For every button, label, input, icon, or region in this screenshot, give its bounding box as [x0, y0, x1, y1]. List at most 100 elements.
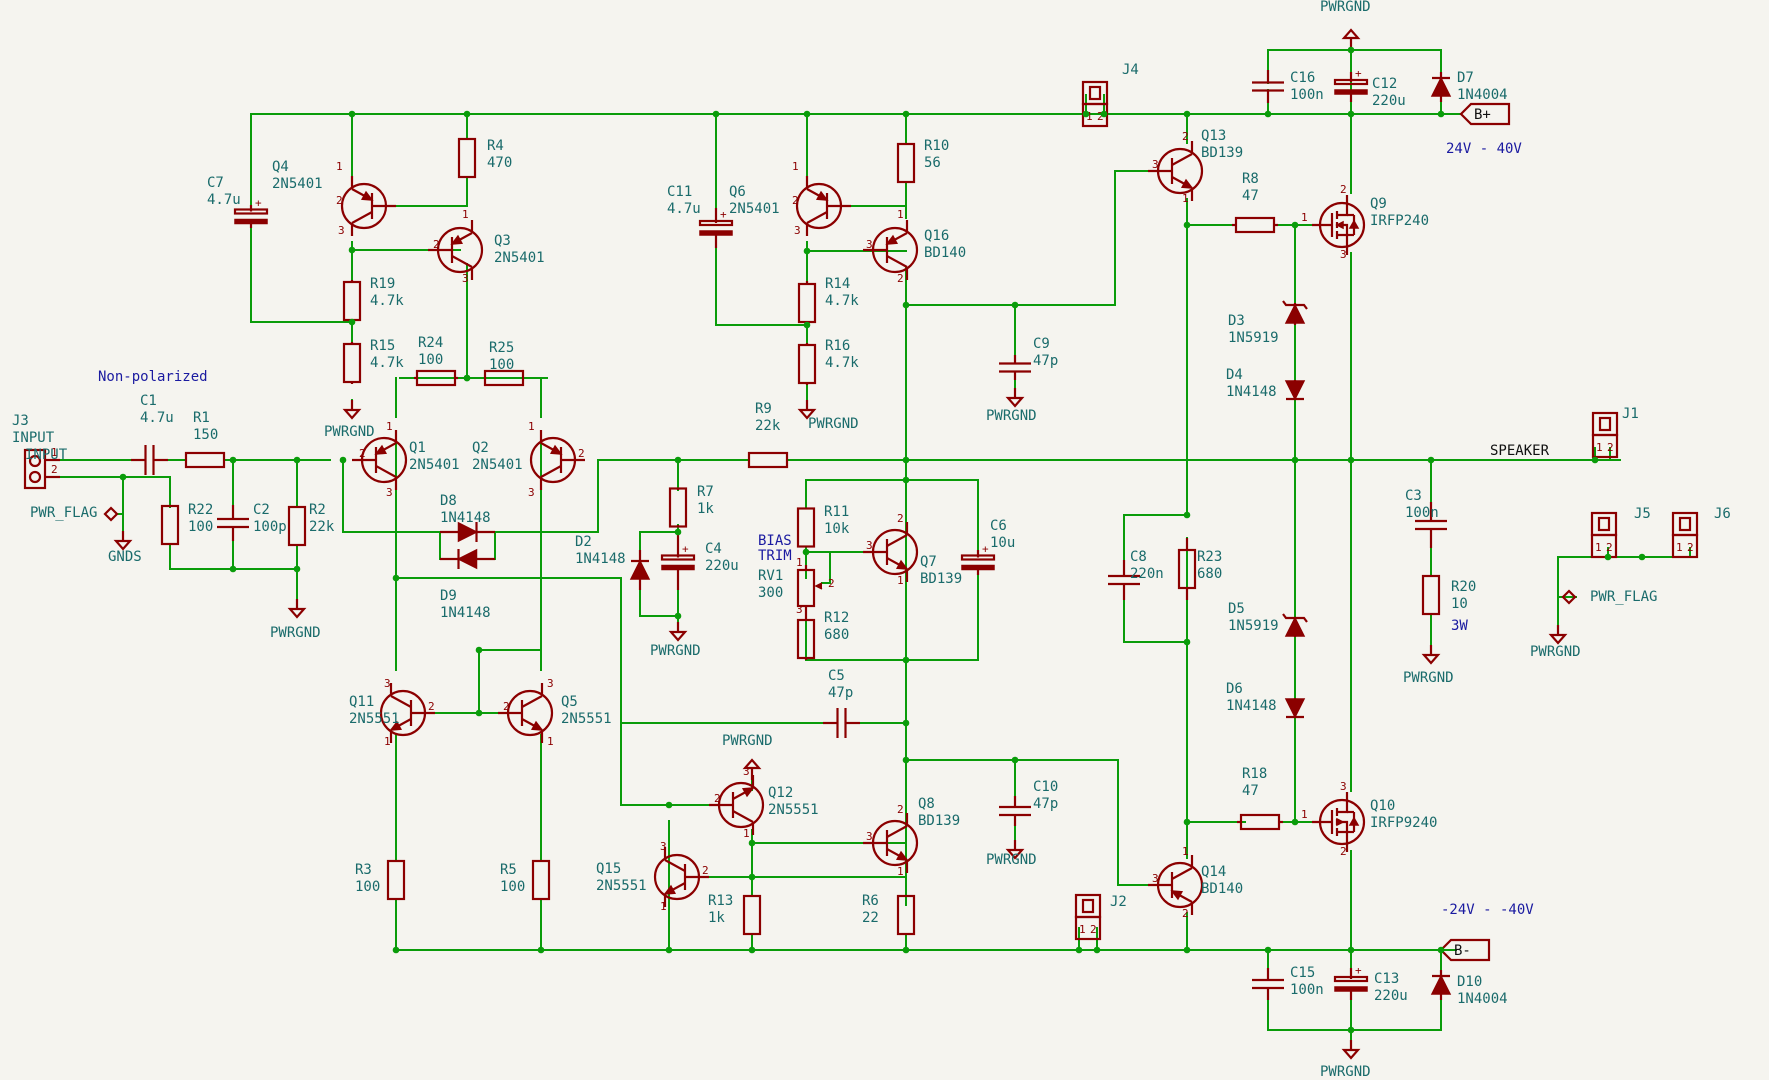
- pwrgnd-label-c4: PWRGND: [650, 643, 701, 659]
- rv1-value-label: 300: [758, 585, 783, 601]
- r6-ref-label: R6: [862, 893, 879, 909]
- d9-value-label: 1N4148: [440, 605, 491, 621]
- c15-ref-label: C15: [1290, 965, 1315, 981]
- resistor-r23: [1177, 538, 1197, 600]
- transistor-q1: [352, 430, 408, 490]
- q8-value-label: BD139: [918, 813, 960, 829]
- svg-text:3: 3: [866, 830, 873, 843]
- svg-text:3: 3: [528, 486, 535, 499]
- diode-d3: [1282, 300, 1308, 325]
- c4-value-label: 220u: [705, 558, 739, 574]
- q13-ref-label: Q13: [1201, 128, 1226, 144]
- junction-dots: [119, 46, 1646, 1034]
- input-connector-j3: [23, 448, 60, 490]
- c11-value-label: 4.7u: [667, 201, 701, 217]
- transistor-q7: [863, 522, 919, 582]
- svg-text:3: 3: [1152, 872, 1159, 885]
- c1-value-label: 4.7u: [140, 410, 174, 426]
- pwr-flag-right: [1561, 589, 1577, 605]
- svg-text:1: 1: [1182, 192, 1189, 205]
- svg-text:1: 1: [897, 574, 904, 587]
- d2-value-label: 1N4148: [575, 551, 626, 567]
- r11-value-label: 10k: [824, 521, 850, 537]
- q15-value-label: 2N5551: [596, 878, 647, 894]
- j4-ref-label: J4: [1122, 62, 1139, 78]
- diode-d7: [1430, 72, 1452, 102]
- pwrgnd-label-bottom: PWRGND: [1320, 1064, 1371, 1080]
- pwrgnd-symbol-bottom: [1341, 1040, 1361, 1060]
- c6-ref-label: C6: [990, 518, 1007, 534]
- svg-text:2: 2: [1182, 907, 1189, 920]
- c9-ref-label: C9: [1033, 336, 1050, 352]
- svg-text:1: 1: [660, 900, 667, 913]
- non-polarized-note: Non-polarized: [98, 369, 208, 385]
- capacitor-c4: [660, 535, 696, 590]
- r5-value-label: 100: [500, 879, 525, 895]
- svg-text:1: 1: [796, 556, 803, 569]
- r19-value-label: 4.7k: [370, 293, 404, 309]
- diode-d2: [629, 550, 651, 590]
- r18-value-label: 47: [1242, 783, 1259, 799]
- svg-text:1: 1: [528, 420, 535, 433]
- diode-d9: [440, 548, 495, 570]
- diode-d6: [1284, 698, 1306, 719]
- q15-ref-label: Q15: [596, 861, 621, 877]
- c3-ref-label: C3: [1405, 488, 1422, 504]
- pwrgnd-label-top: PWRGND: [1320, 0, 1371, 15]
- svg-text:1: 1: [1596, 441, 1603, 454]
- j1-ref-label: J1: [1622, 406, 1639, 422]
- r20-wattage-label: 3W: [1451, 618, 1468, 634]
- capacitor-c11: [698, 208, 734, 248]
- c13-value-label: 220u: [1374, 988, 1408, 1004]
- q5-ref-label: Q5: [561, 694, 578, 710]
- c12-ref-label: C12: [1372, 76, 1397, 92]
- pwr-flag-left: [103, 506, 119, 522]
- svg-text:2: 2: [792, 194, 799, 207]
- c8-ref-label: C8: [1130, 549, 1147, 565]
- svg-text:1: 1: [336, 160, 343, 173]
- svg-text:1: 1: [897, 865, 904, 878]
- connector-j5: [1590, 511, 1618, 559]
- r22-value-label: 100: [188, 519, 213, 535]
- svg-text:2: 2: [1340, 845, 1347, 858]
- svg-text:+: +: [720, 208, 727, 221]
- svg-text:+: +: [1355, 67, 1362, 80]
- diode-d10: [1430, 970, 1452, 1000]
- q11-value-label: 2N5551: [349, 711, 400, 727]
- q1-value-label: 2N5401: [409, 457, 460, 473]
- transistor-q16: [863, 220, 919, 280]
- pwrgnd-symbol-c10: [1005, 840, 1025, 860]
- svg-text:3: 3: [547, 677, 554, 690]
- svg-text:3: 3: [462, 272, 469, 285]
- c1-ref-label: C1: [140, 393, 157, 409]
- transistor-q12: [709, 775, 765, 835]
- q11-ref-label: Q11: [349, 694, 374, 710]
- svg-text:1: 1: [792, 160, 799, 173]
- r16-ref-label: R16: [825, 338, 850, 354]
- resistor-r25: [483, 369, 525, 387]
- pwrgnd-symbol-c9: [1005, 388, 1025, 408]
- r20-value-label: 10: [1451, 596, 1468, 612]
- r13-ref-label: R13: [708, 893, 733, 909]
- svg-text:1: 1: [1595, 541, 1602, 554]
- resistor-r15: [342, 342, 362, 384]
- c2-value-label: 100p: [253, 519, 287, 535]
- power-rail-label-b-minus-text: B-: [1454, 943, 1471, 959]
- svg-text:+: +: [682, 543, 689, 556]
- q16-ref-label: Q16: [924, 228, 949, 244]
- transistor-q11: [379, 683, 435, 743]
- transistor-q6: [795, 176, 851, 236]
- svg-text:1: 1: [1301, 211, 1308, 224]
- pwrgnd-label-r16: PWRGND: [808, 416, 859, 432]
- resistor-r7: [668, 487, 688, 528]
- resistor-r10: [896, 142, 916, 184]
- svg-text:3: 3: [1340, 248, 1347, 261]
- r25-value-label: 100: [489, 357, 514, 373]
- c16-value-label: 100n: [1290, 87, 1324, 103]
- capacitor-c3: [1415, 502, 1447, 548]
- r16-value-label: 4.7k: [825, 355, 859, 371]
- c5-ref-label: C5: [828, 668, 845, 684]
- q10-value-label: IRFP9240: [1370, 815, 1437, 831]
- resistor-r11: [796, 507, 816, 548]
